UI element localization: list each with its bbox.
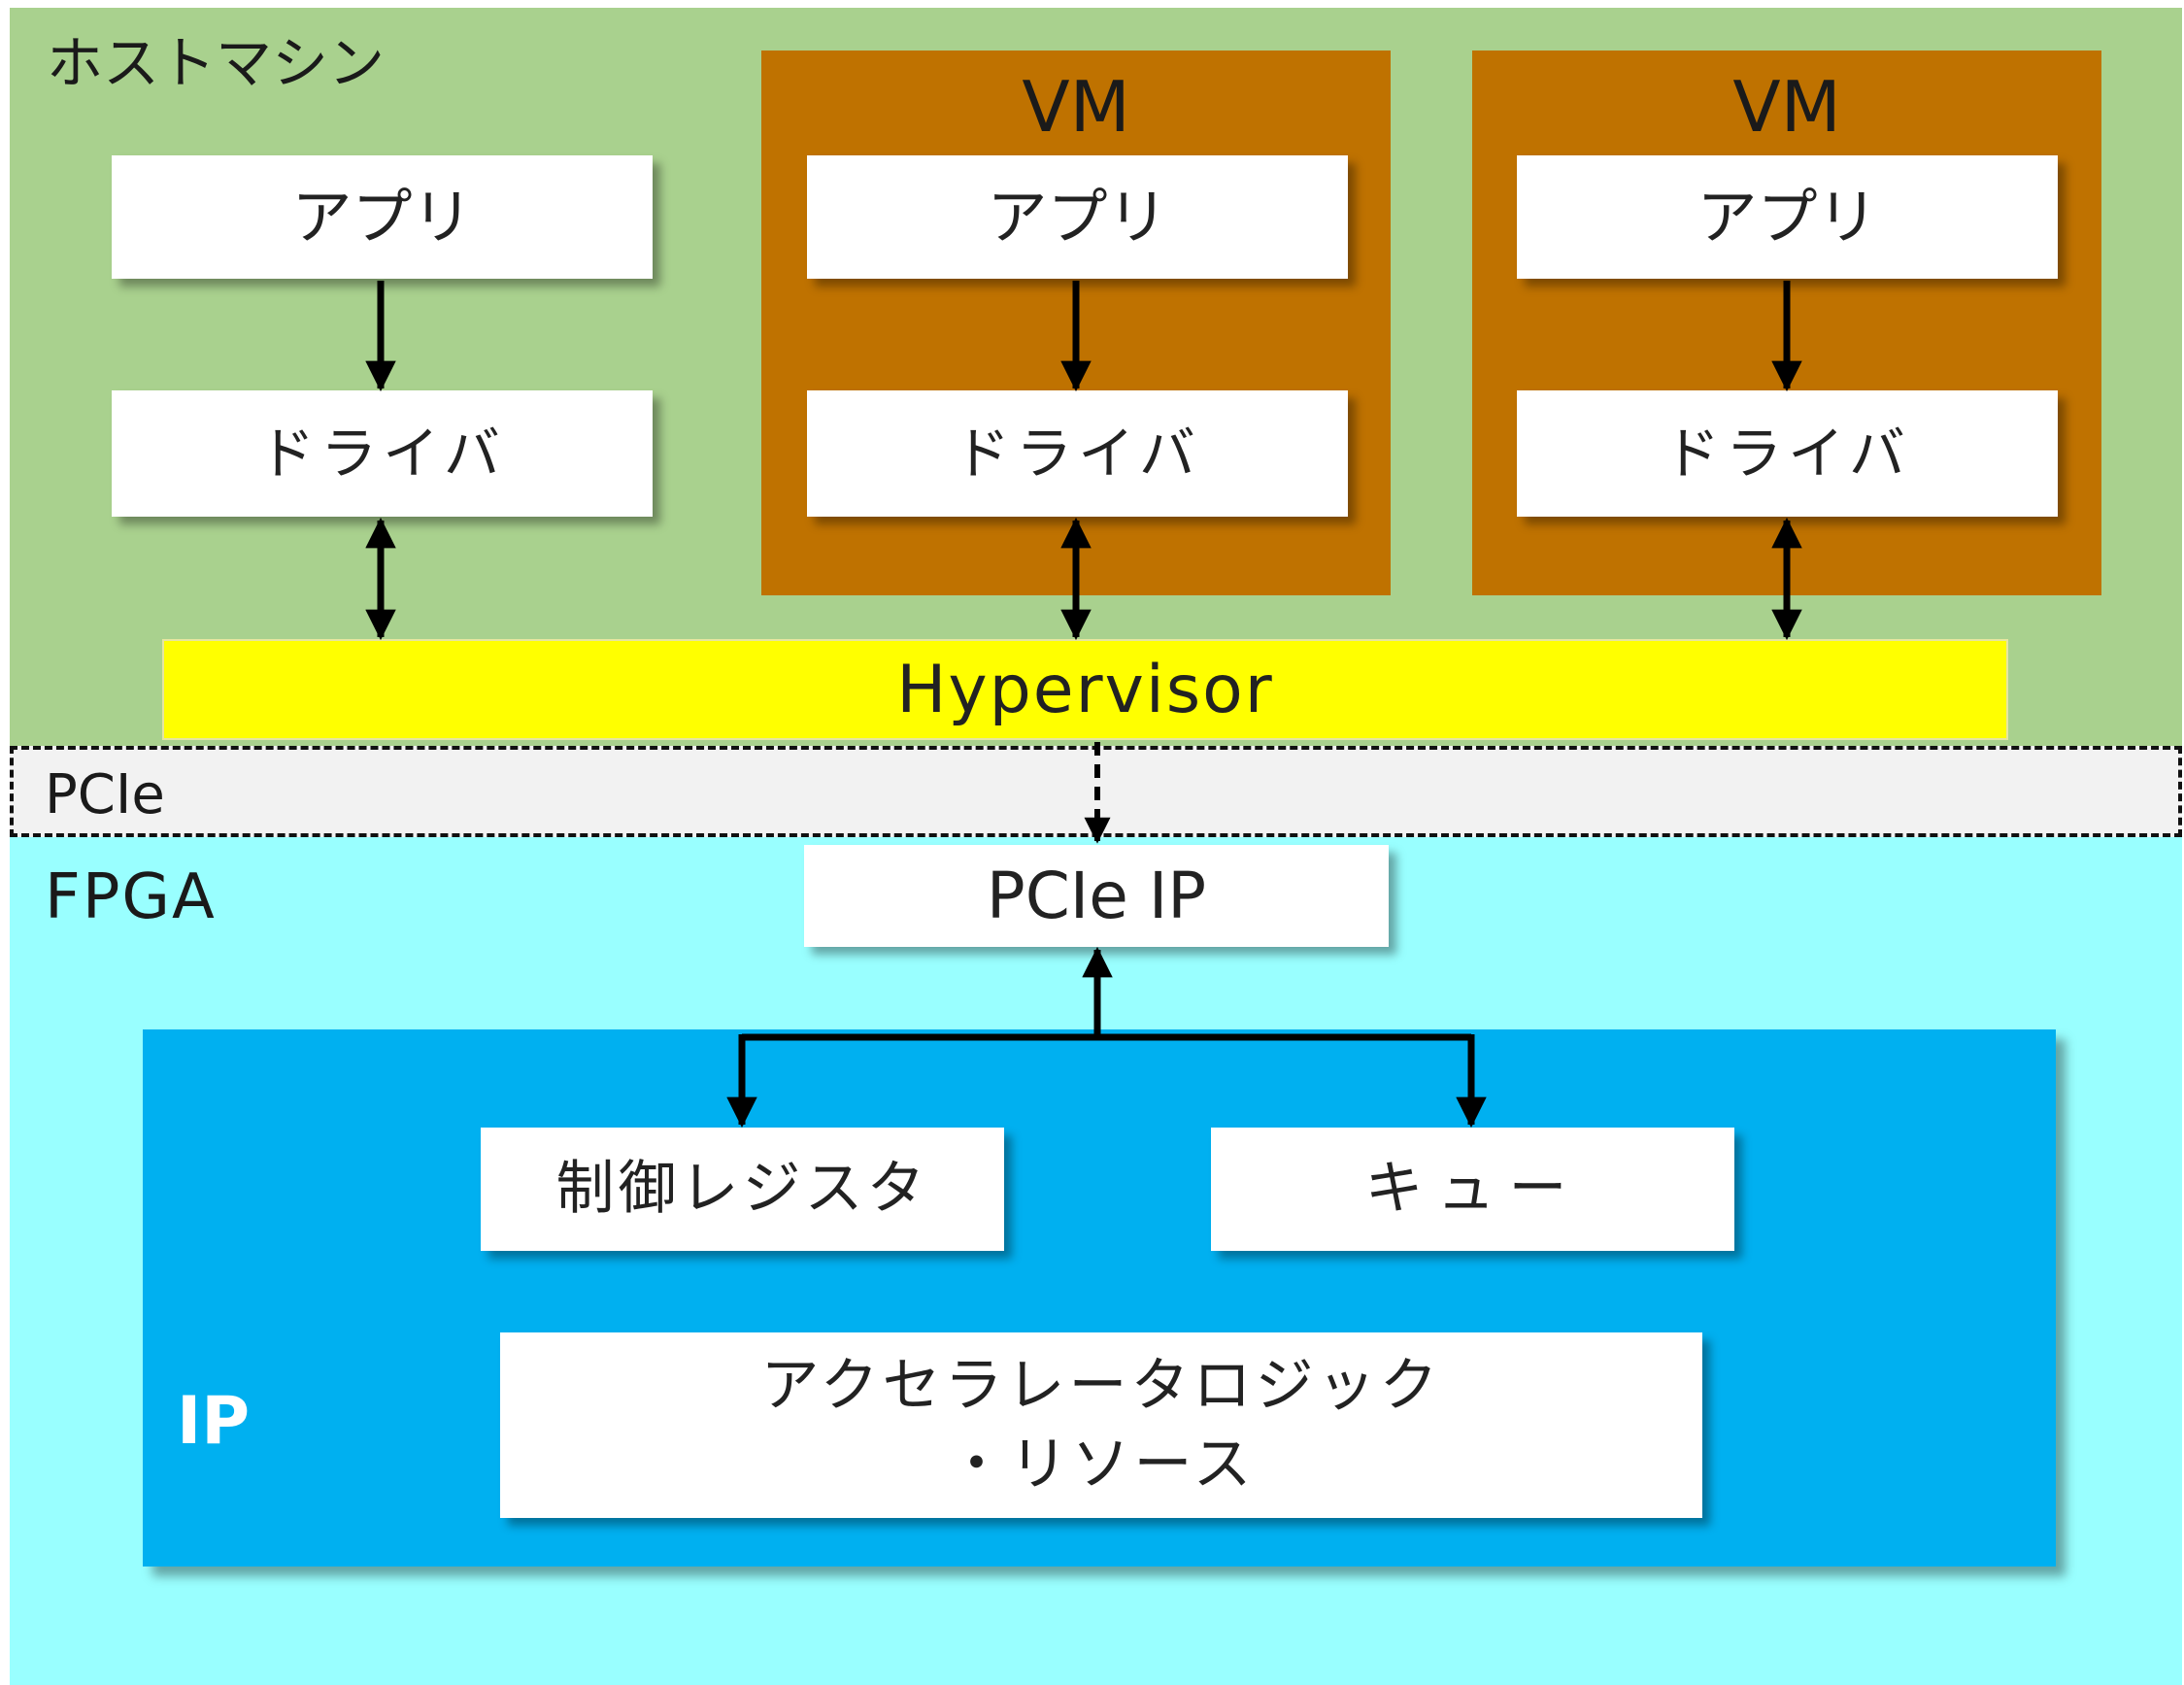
vm-1-app-box: アプリ — [807, 155, 1348, 279]
host-app-box: アプリ — [112, 155, 653, 279]
host-driver-box: ドライバ — [112, 390, 653, 517]
vm-2-app-box: アプリ — [1517, 155, 2058, 279]
hypervisor-label: Hypervisor — [896, 651, 1274, 728]
vm-2-label: VM — [1732, 66, 1841, 148]
vm-2-driver-box: ドライバ — [1517, 390, 2058, 517]
host-driver-label: ドライバ — [258, 420, 506, 487]
fpga-label: FPGA — [45, 861, 217, 933]
vm-1-driver-label: ドライバ — [954, 420, 1201, 487]
control-register-label: 制御レジスタ — [555, 1155, 929, 1223]
pcie-ip-box: PCIe IP — [804, 845, 1389, 947]
ip-label: IP — [177, 1383, 251, 1460]
host-app-label: アプリ — [291, 181, 473, 253]
vm-1-driver-box: ドライバ — [807, 390, 1348, 517]
queue-box: キュー — [1211, 1128, 1734, 1251]
vm-2-app-label: アプリ — [1697, 181, 1878, 253]
host-machine-label: ホストマシン — [47, 30, 386, 96]
accelerator-label-line1: アクセラレータロジック — [760, 1351, 1442, 1420]
control-register-box: 制御レジスタ — [481, 1128, 1004, 1251]
pcie-label: PCIe — [45, 763, 165, 826]
vm-1-label: VM — [1022, 66, 1130, 148]
pcie-band — [10, 746, 2182, 837]
hypervisor-bar: Hypervisor — [162, 639, 2008, 740]
vm-2-driver-label: ドライバ — [1663, 420, 1911, 487]
accelerator-box: アクセラレータロジック ・リソース — [500, 1332, 1702, 1518]
pcie-ip-label: PCIe IP — [986, 858, 1207, 933]
accelerator-label-line2: ・リソース — [947, 1430, 1256, 1499]
vm-1-app-label: アプリ — [987, 181, 1168, 253]
queue-label: キュー — [1364, 1155, 1581, 1223]
